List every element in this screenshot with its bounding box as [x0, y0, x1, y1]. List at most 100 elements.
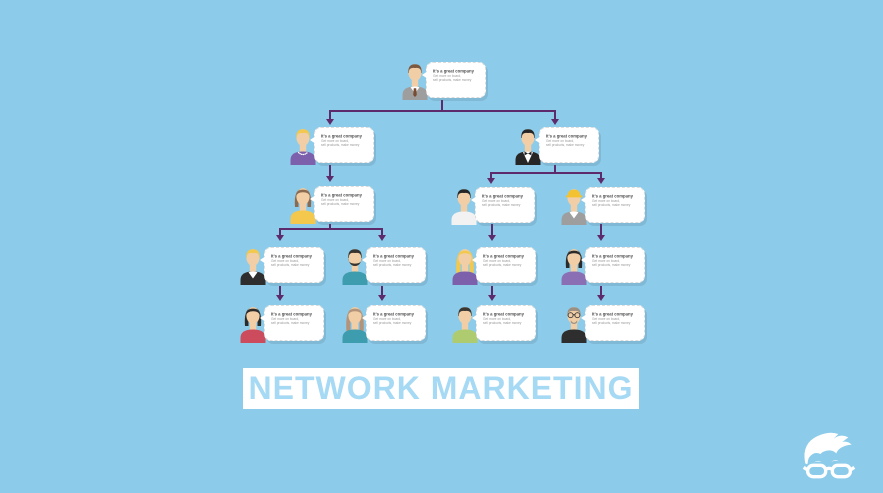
- bubble-line1: Get more on board,: [433, 74, 462, 79]
- bubble-tail-icon: [362, 314, 368, 322]
- glasses-goatee-man-avatar-icon: [559, 303, 589, 343]
- page-title: NETWORK MARKETING: [248, 370, 634, 406]
- bubble-tail-icon: [471, 196, 477, 204]
- speech-bubble: It's a great company Get more on board,s…: [362, 247, 426, 283]
- arrowhead-icon: [378, 295, 386, 301]
- speech-bubble: It's a great company Get more on board,s…: [472, 247, 536, 283]
- node-l2-left: It's a great company Get more on board,s…: [288, 125, 374, 167]
- speech-bubble: It's a great company Get more on board,s…: [260, 305, 324, 341]
- bubble-tail-icon: [260, 256, 266, 264]
- connector-l2right-stub: [554, 165, 556, 174]
- connector-to-l3-mid: [490, 172, 492, 179]
- bubble-line2: sell products, make money: [271, 263, 310, 268]
- connector-l3-right-splitter: [490, 172, 602, 174]
- bubble-line1: Get more on board,: [482, 199, 511, 204]
- bubble-tail-icon: [581, 314, 587, 322]
- yellow-top-woman-avatar-icon: [288, 184, 318, 224]
- teal-shirt-bearded-man-avatar-icon: [340, 245, 370, 285]
- connector-to-l4-b: [381, 228, 383, 236]
- blonde-purple-woman-avatar-icon: [450, 245, 480, 285]
- bubble-title: It's a great company: [482, 194, 523, 199]
- blonde-purple-man-avatar-icon: [288, 125, 318, 165]
- connector-to-l2-left: [329, 110, 331, 120]
- node-l4-d: It's a great company Get more on board,s…: [559, 245, 645, 287]
- bubble-line1: Get more on board,: [271, 259, 300, 264]
- arrowhead-icon: [488, 295, 496, 301]
- bubble-tail-icon: [472, 314, 478, 322]
- bubble-line1: Get more on board,: [271, 317, 300, 322]
- bubble-line1: Get more on board,: [483, 317, 512, 322]
- bubble-title: It's a great company: [321, 134, 362, 139]
- speech-bubble: It's a great company Get more on board,s…: [422, 62, 486, 98]
- node-l3-right: It's a great company Get more on board,s…: [559, 185, 645, 227]
- bubble-tail-icon: [362, 256, 368, 264]
- bubble-title: It's a great company: [592, 312, 633, 317]
- node-l4-c: It's a great company Get more on board,s…: [450, 245, 536, 287]
- bubble-line2: sell products, make money: [321, 143, 360, 148]
- bubble-line2: sell products, make money: [321, 202, 360, 207]
- bubble-line2: sell products, make money: [592, 263, 631, 268]
- connector-l3right-to-l4d: [600, 224, 602, 236]
- arrowhead-icon: [597, 235, 605, 241]
- bubble-line2: sell products, make money: [592, 321, 631, 326]
- white-shirt-man-avatar-icon: [449, 185, 479, 225]
- bubble-tail-icon: [310, 136, 316, 144]
- bubble-tail-icon: [422, 71, 428, 79]
- bubble-tail-icon: [581, 256, 587, 264]
- bubble-title: It's a great company: [373, 254, 414, 259]
- connector-l4d-to-l5d: [600, 286, 602, 296]
- speech-bubble: It's a great company Get more on board,s…: [310, 127, 374, 163]
- connector-l4a-to-l5a: [279, 286, 281, 296]
- bubble-title: It's a great company: [483, 254, 524, 259]
- bubble-title: It's a great company: [546, 134, 587, 139]
- arrowhead-icon: [597, 295, 605, 301]
- gray-suit-man-avatar-icon: [400, 60, 430, 100]
- bubble-tail-icon: [310, 195, 316, 203]
- bubble-title: It's a great company: [271, 312, 312, 317]
- arrowhead-icon: [597, 178, 605, 184]
- node-l5-a: It's a great company Get more on board,s…: [238, 303, 324, 345]
- speech-bubble: It's a great company Get more on board,s…: [581, 247, 645, 283]
- node-l5-d: It's a great company Get more on board,s…: [559, 303, 645, 345]
- feedough-glasses-face-logo-icon: [797, 426, 861, 486]
- speech-bubble: It's a great company Get more on board,s…: [471, 187, 535, 223]
- arrowhead-icon: [551, 119, 559, 125]
- bubble-title: It's a great company: [321, 193, 362, 198]
- node-l5-b: It's a great company Get more on board,s…: [340, 303, 426, 345]
- connector-l3mid-to-l4c: [491, 224, 493, 236]
- bubble-title: It's a great company: [271, 254, 312, 259]
- bubble-line2: sell products, make money: [546, 143, 585, 148]
- bubble-line1: Get more on board,: [483, 259, 512, 264]
- bubble-title: It's a great company: [592, 194, 633, 199]
- connector-l2left-to-l3left: [329, 165, 331, 177]
- node-l4-b: It's a great company Get more on board,s…: [340, 245, 426, 287]
- bubble-line1: Get more on board,: [321, 139, 350, 144]
- bubble-title: It's a great company: [373, 312, 414, 317]
- dark-hair-purple-woman-avatar-icon: [559, 245, 589, 285]
- connector-to-l4-a: [279, 228, 281, 236]
- speech-bubble: It's a great company Get more on board,s…: [310, 186, 374, 222]
- connector-l4-left-splitter: [279, 228, 383, 230]
- arrowhead-icon: [326, 176, 334, 182]
- node-l3-left: It's a great company Get more on board,s…: [288, 184, 374, 226]
- bubble-line2: sell products, make money: [482, 203, 521, 208]
- bubble-title: It's a great company: [592, 254, 633, 259]
- connector-root-stub: [441, 100, 443, 112]
- arrowhead-icon: [488, 235, 496, 241]
- node-root: It's a great company Get more on board,s…: [400, 60, 486, 102]
- bubble-line1: Get more on board,: [592, 199, 621, 204]
- speech-bubble: It's a great company Get more on board,s…: [535, 127, 599, 163]
- bubble-title: It's a great company: [483, 312, 524, 317]
- bubble-line2: sell products, make money: [373, 263, 412, 268]
- teal-top-woman-avatar-icon: [340, 303, 370, 343]
- bubble-tail-icon: [472, 256, 478, 264]
- bubble-line2: sell products, make money: [483, 321, 522, 326]
- bubble-line1: Get more on board,: [321, 198, 350, 203]
- bubble-line2: sell products, make money: [483, 263, 522, 268]
- bubble-line2: sell products, make money: [373, 321, 412, 326]
- bubble-line1: Get more on board,: [373, 317, 402, 322]
- bubble-line1: Get more on board,: [546, 139, 575, 144]
- bubble-line2: sell products, make money: [592, 203, 631, 208]
- connector-level2-splitter: [329, 110, 556, 112]
